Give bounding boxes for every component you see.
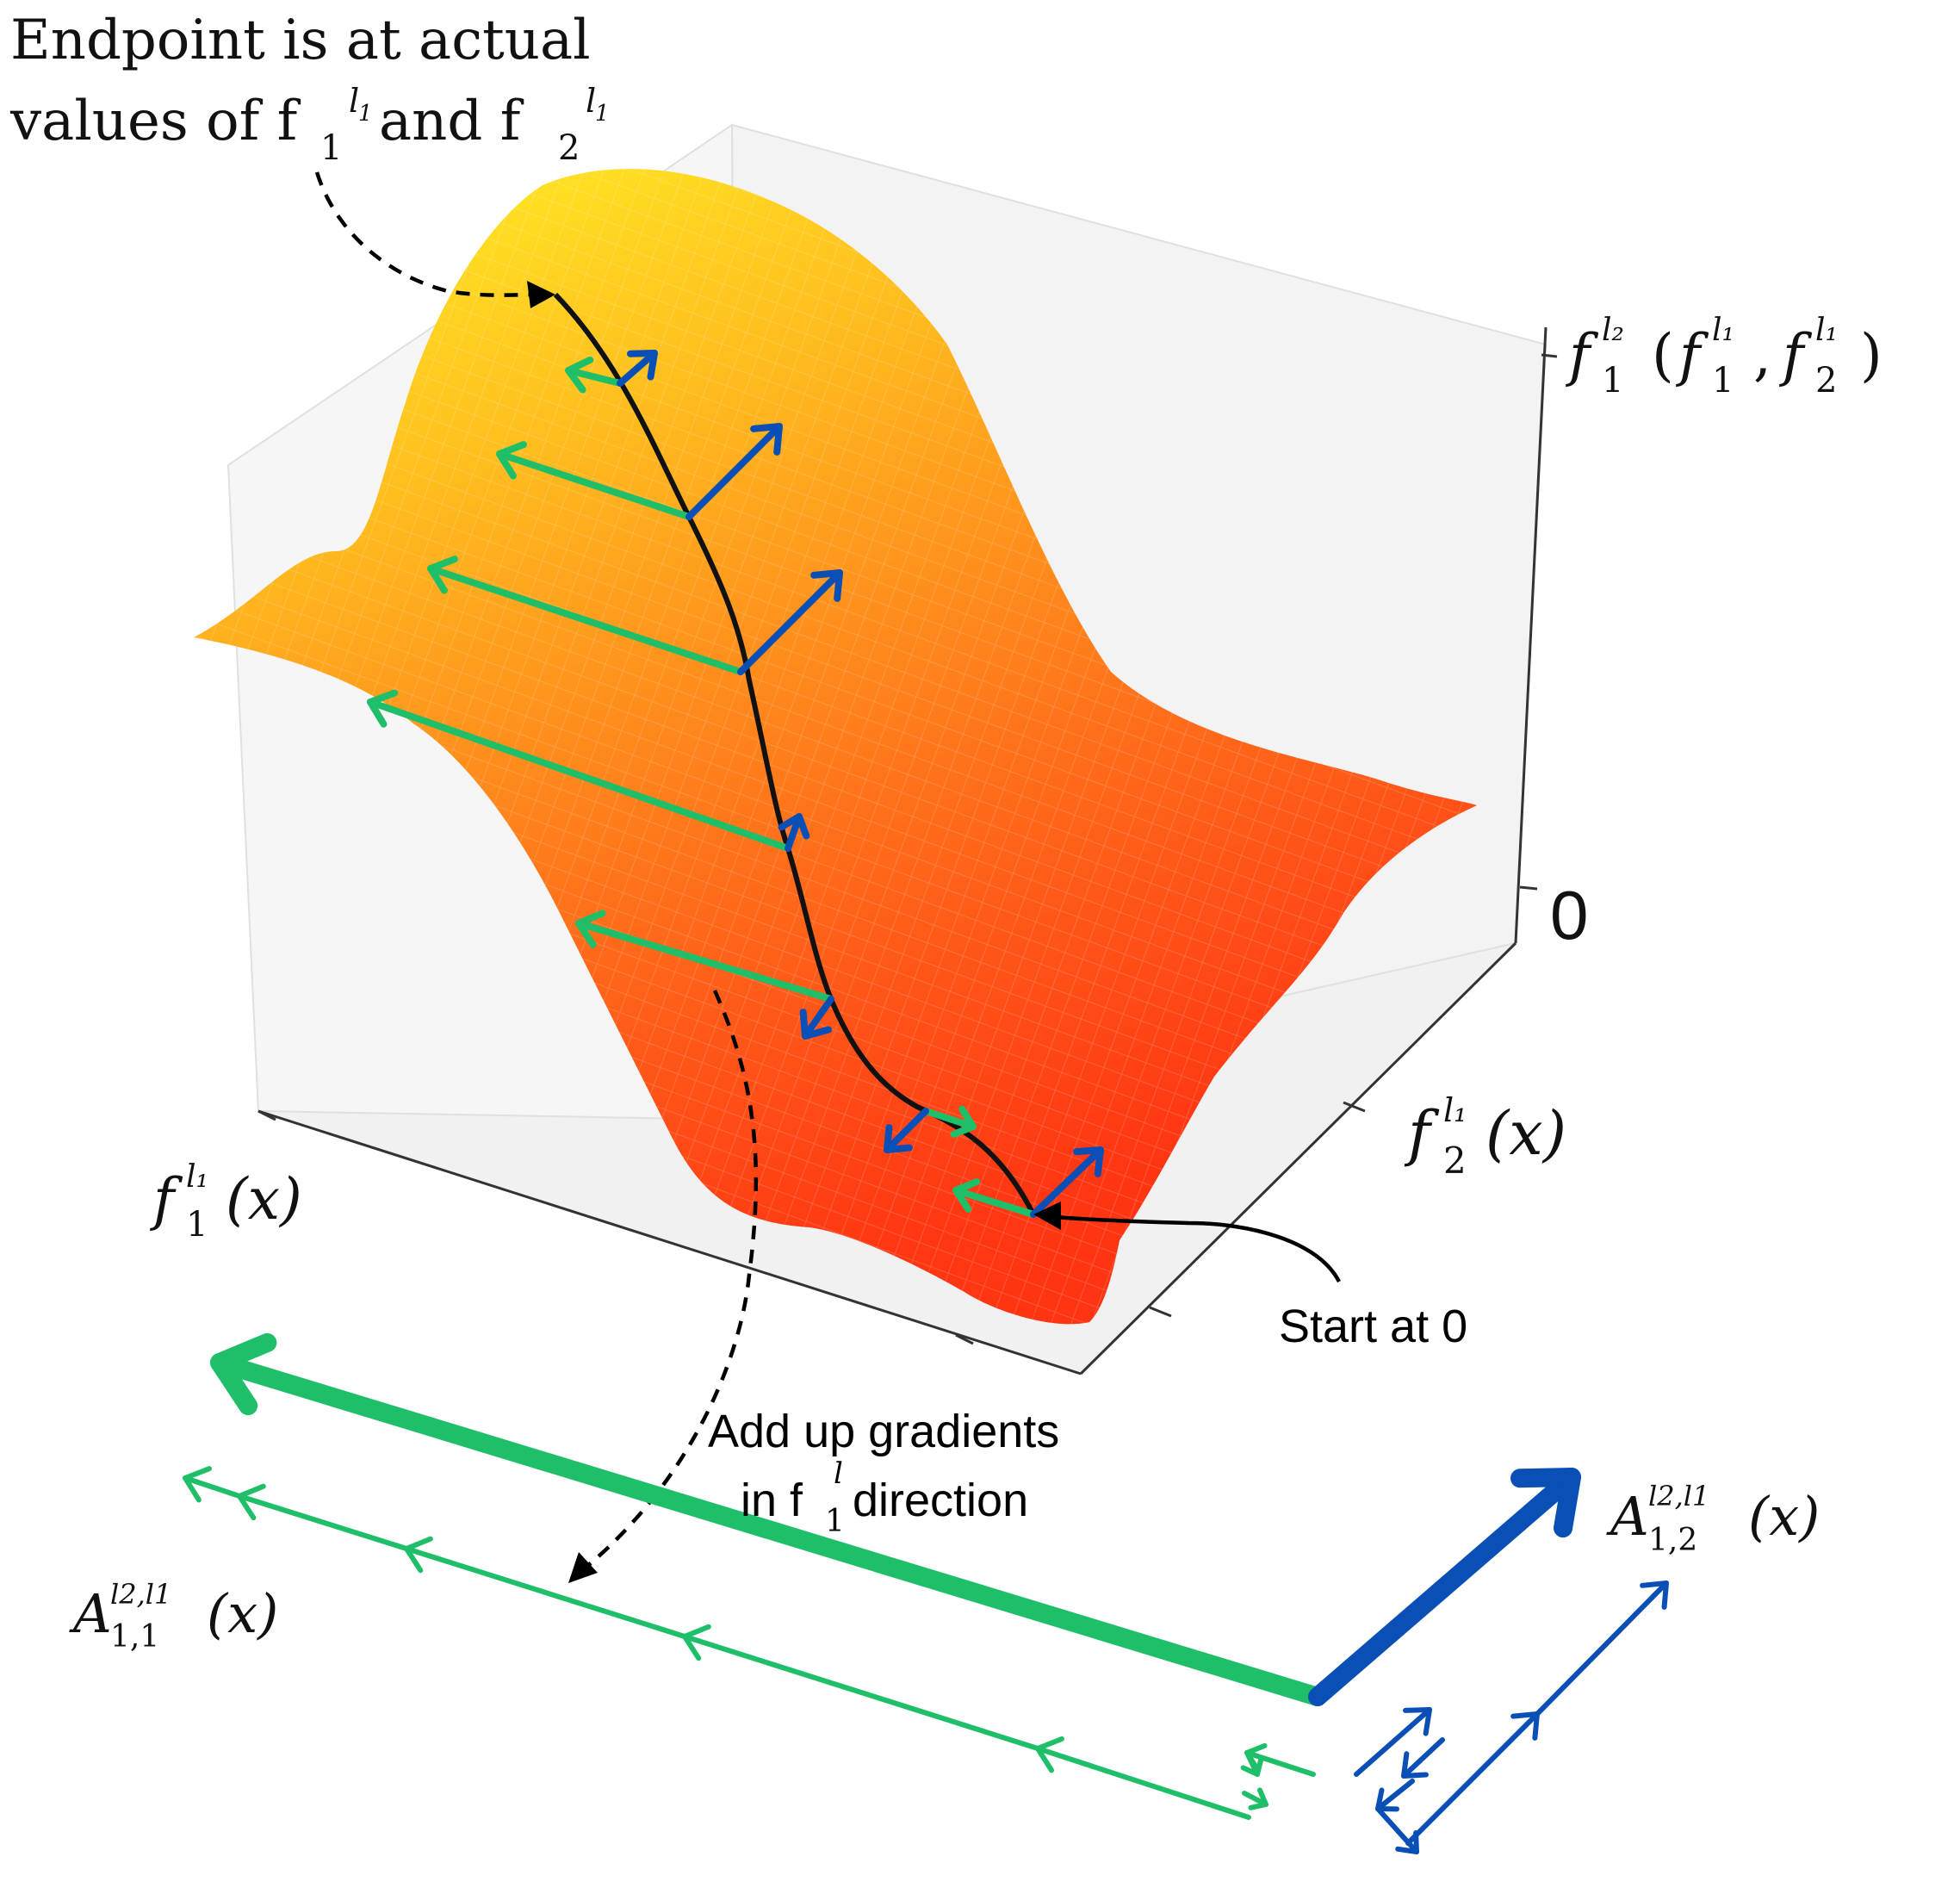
start-arrowhead — [1033, 1202, 1061, 1230]
svg-text:): ) — [1860, 322, 1882, 388]
svg-text:l2,l1: l2,l1 — [1648, 1480, 1709, 1512]
y-tick — [1149, 1306, 1172, 1318]
green-gradient-arrow — [575, 910, 834, 1003]
svg-text:l₂: l₂ — [1602, 313, 1624, 348]
svg-text:l2,l1: l2,l1 — [110, 1578, 171, 1611]
svg-text:A: A — [69, 1582, 112, 1645]
endpoint-line2: values of f — [9, 90, 301, 153]
svg-text:1,1: 1,1 — [110, 1619, 159, 1655]
svg-text:(x): (x) — [226, 1166, 302, 1233]
green-gradient-arrow — [496, 441, 692, 520]
green-gradient-arrow — [427, 556, 744, 675]
endpoint-sup2-sub: 1 — [595, 101, 610, 127]
blue-step-arrow — [1535, 1580, 1669, 1717]
z-tick-zero: 0 — [1550, 877, 1589, 953]
attribution-arrows — [183, 1332, 1669, 1854]
y-axis-line — [1079, 941, 1517, 1375]
endpoint-arrowhead — [527, 281, 555, 308]
endpoint-line1: Endpoint is at actual — [10, 9, 591, 72]
endpoint-dashed-arrow — [314, 171, 535, 297]
green-step-arrow — [1035, 1736, 1251, 1820]
endpoint-annotation: Endpoint is at actual values of f l 1 1 … — [9, 9, 610, 168]
summed-green-arrow — [210, 1332, 1327, 1706]
endpoint-sup2: l — [586, 82, 596, 120]
green-gradient-arrow — [367, 689, 791, 852]
start-label: Start at 0 — [1279, 1301, 1467, 1352]
x-tick — [257, 1109, 276, 1121]
y-tick — [1343, 1101, 1366, 1113]
sum-annotation: Add up gradients in f l 1 direction — [708, 1406, 1059, 1539]
z-axis-label: f l₂ 1 ( f l₁ 1 , f l₁ 2 ) — [1565, 313, 1882, 401]
y-axis-label: f l₁ 2 (x) — [1404, 1091, 1566, 1182]
z-axis-line — [1514, 326, 1548, 944]
endpoint-sup1-sub: 1 — [358, 101, 373, 127]
z-tick — [1541, 353, 1558, 358]
x-axis-label: f l₁ 1 (x) — [149, 1159, 302, 1245]
summed-blue-arrow — [1308, 1468, 1581, 1706]
x-tick — [955, 1333, 974, 1345]
green-gradient-arrow — [952, 1178, 1037, 1218]
blue-step-arrow — [1375, 1779, 1415, 1812]
svg-text:l₁: l₁ — [1815, 313, 1838, 348]
add-line1: Add up gradients — [708, 1406, 1059, 1457]
start-arrow — [1054, 1214, 1341, 1283]
green-gradient-arrow — [565, 356, 623, 394]
svg-text:A: A — [1606, 1485, 1649, 1548]
sum-dashed-arrow — [584, 990, 759, 1569]
svg-text:f: f — [1404, 1098, 1440, 1169]
svg-text:(: ( — [1652, 322, 1674, 388]
green-gradient-arrow — [922, 1105, 977, 1138]
svg-text:1: 1 — [186, 1205, 208, 1245]
blue-step-arrow — [1401, 1737, 1445, 1779]
blue-step-arrow — [1375, 1806, 1419, 1854]
svg-text:2: 2 — [1815, 361, 1837, 401]
x-axis-line — [257, 1109, 1082, 1375]
svg-text:l₁: l₁ — [1712, 313, 1734, 348]
svg-text:(x): (x) — [1486, 1098, 1566, 1169]
svg-text:,: , — [1753, 322, 1771, 388]
svg-text:(x): (x) — [207, 1582, 278, 1645]
green-step-arrow — [1240, 1750, 1264, 1777]
blue-step-arrow — [1354, 1707, 1432, 1777]
blue-gradient-arrow — [884, 1108, 929, 1153]
z-tick — [1519, 885, 1538, 891]
endpoint-sup1: l — [349, 82, 359, 120]
blue-gradient-arrow — [799, 996, 834, 1040]
endpoint-sub1: 1 — [320, 128, 342, 168]
green-step-arrow — [404, 1536, 687, 1639]
add-sub: 1 — [825, 1504, 845, 1539]
green-step-arrow — [183, 1466, 242, 1503]
sum-arrowhead — [568, 1552, 598, 1583]
svg-text:(x): (x) — [1748, 1485, 1820, 1548]
svg-text:1: 1 — [1602, 361, 1623, 401]
endpoint-and: and f — [379, 90, 524, 153]
blue-gradient-arrow — [1030, 1146, 1104, 1218]
add-sup: l — [834, 1456, 843, 1491]
svg-text:l₁: l₁ — [186, 1159, 208, 1195]
svg-text:1: 1 — [1712, 361, 1734, 401]
svg-text:f: f — [1675, 322, 1709, 388]
add-line2-b: direction — [853, 1475, 1028, 1526]
a12-label: A l2,l1 1,2 (x) — [1606, 1480, 1820, 1558]
blue-gradient-arrow — [737, 569, 843, 675]
svg-text:f: f — [1565, 322, 1599, 388]
green-step-arrow — [682, 1624, 1040, 1751]
svg-text:f: f — [149, 1166, 183, 1233]
a11-label: A l2,l1 1,1 (x) — [69, 1578, 278, 1655]
svg-text:2: 2 — [1443, 1140, 1467, 1182]
blue-gradient-arrow — [617, 350, 658, 387]
svg-text:l₁: l₁ — [1443, 1091, 1467, 1129]
svg-text:1,2: 1,2 — [1648, 1523, 1697, 1558]
green-step-arrow — [1242, 1787, 1268, 1810]
gradient-arrows — [367, 350, 1104, 1218]
green-step-arrow — [237, 1483, 409, 1551]
blue-gradient-arrow — [778, 813, 810, 852]
add-line2-a: in f — [741, 1475, 803, 1526]
svg-text:f: f — [1778, 322, 1813, 388]
blue-gradient-arrow — [685, 423, 783, 520]
endpoint-sub2: 2 — [558, 128, 580, 168]
